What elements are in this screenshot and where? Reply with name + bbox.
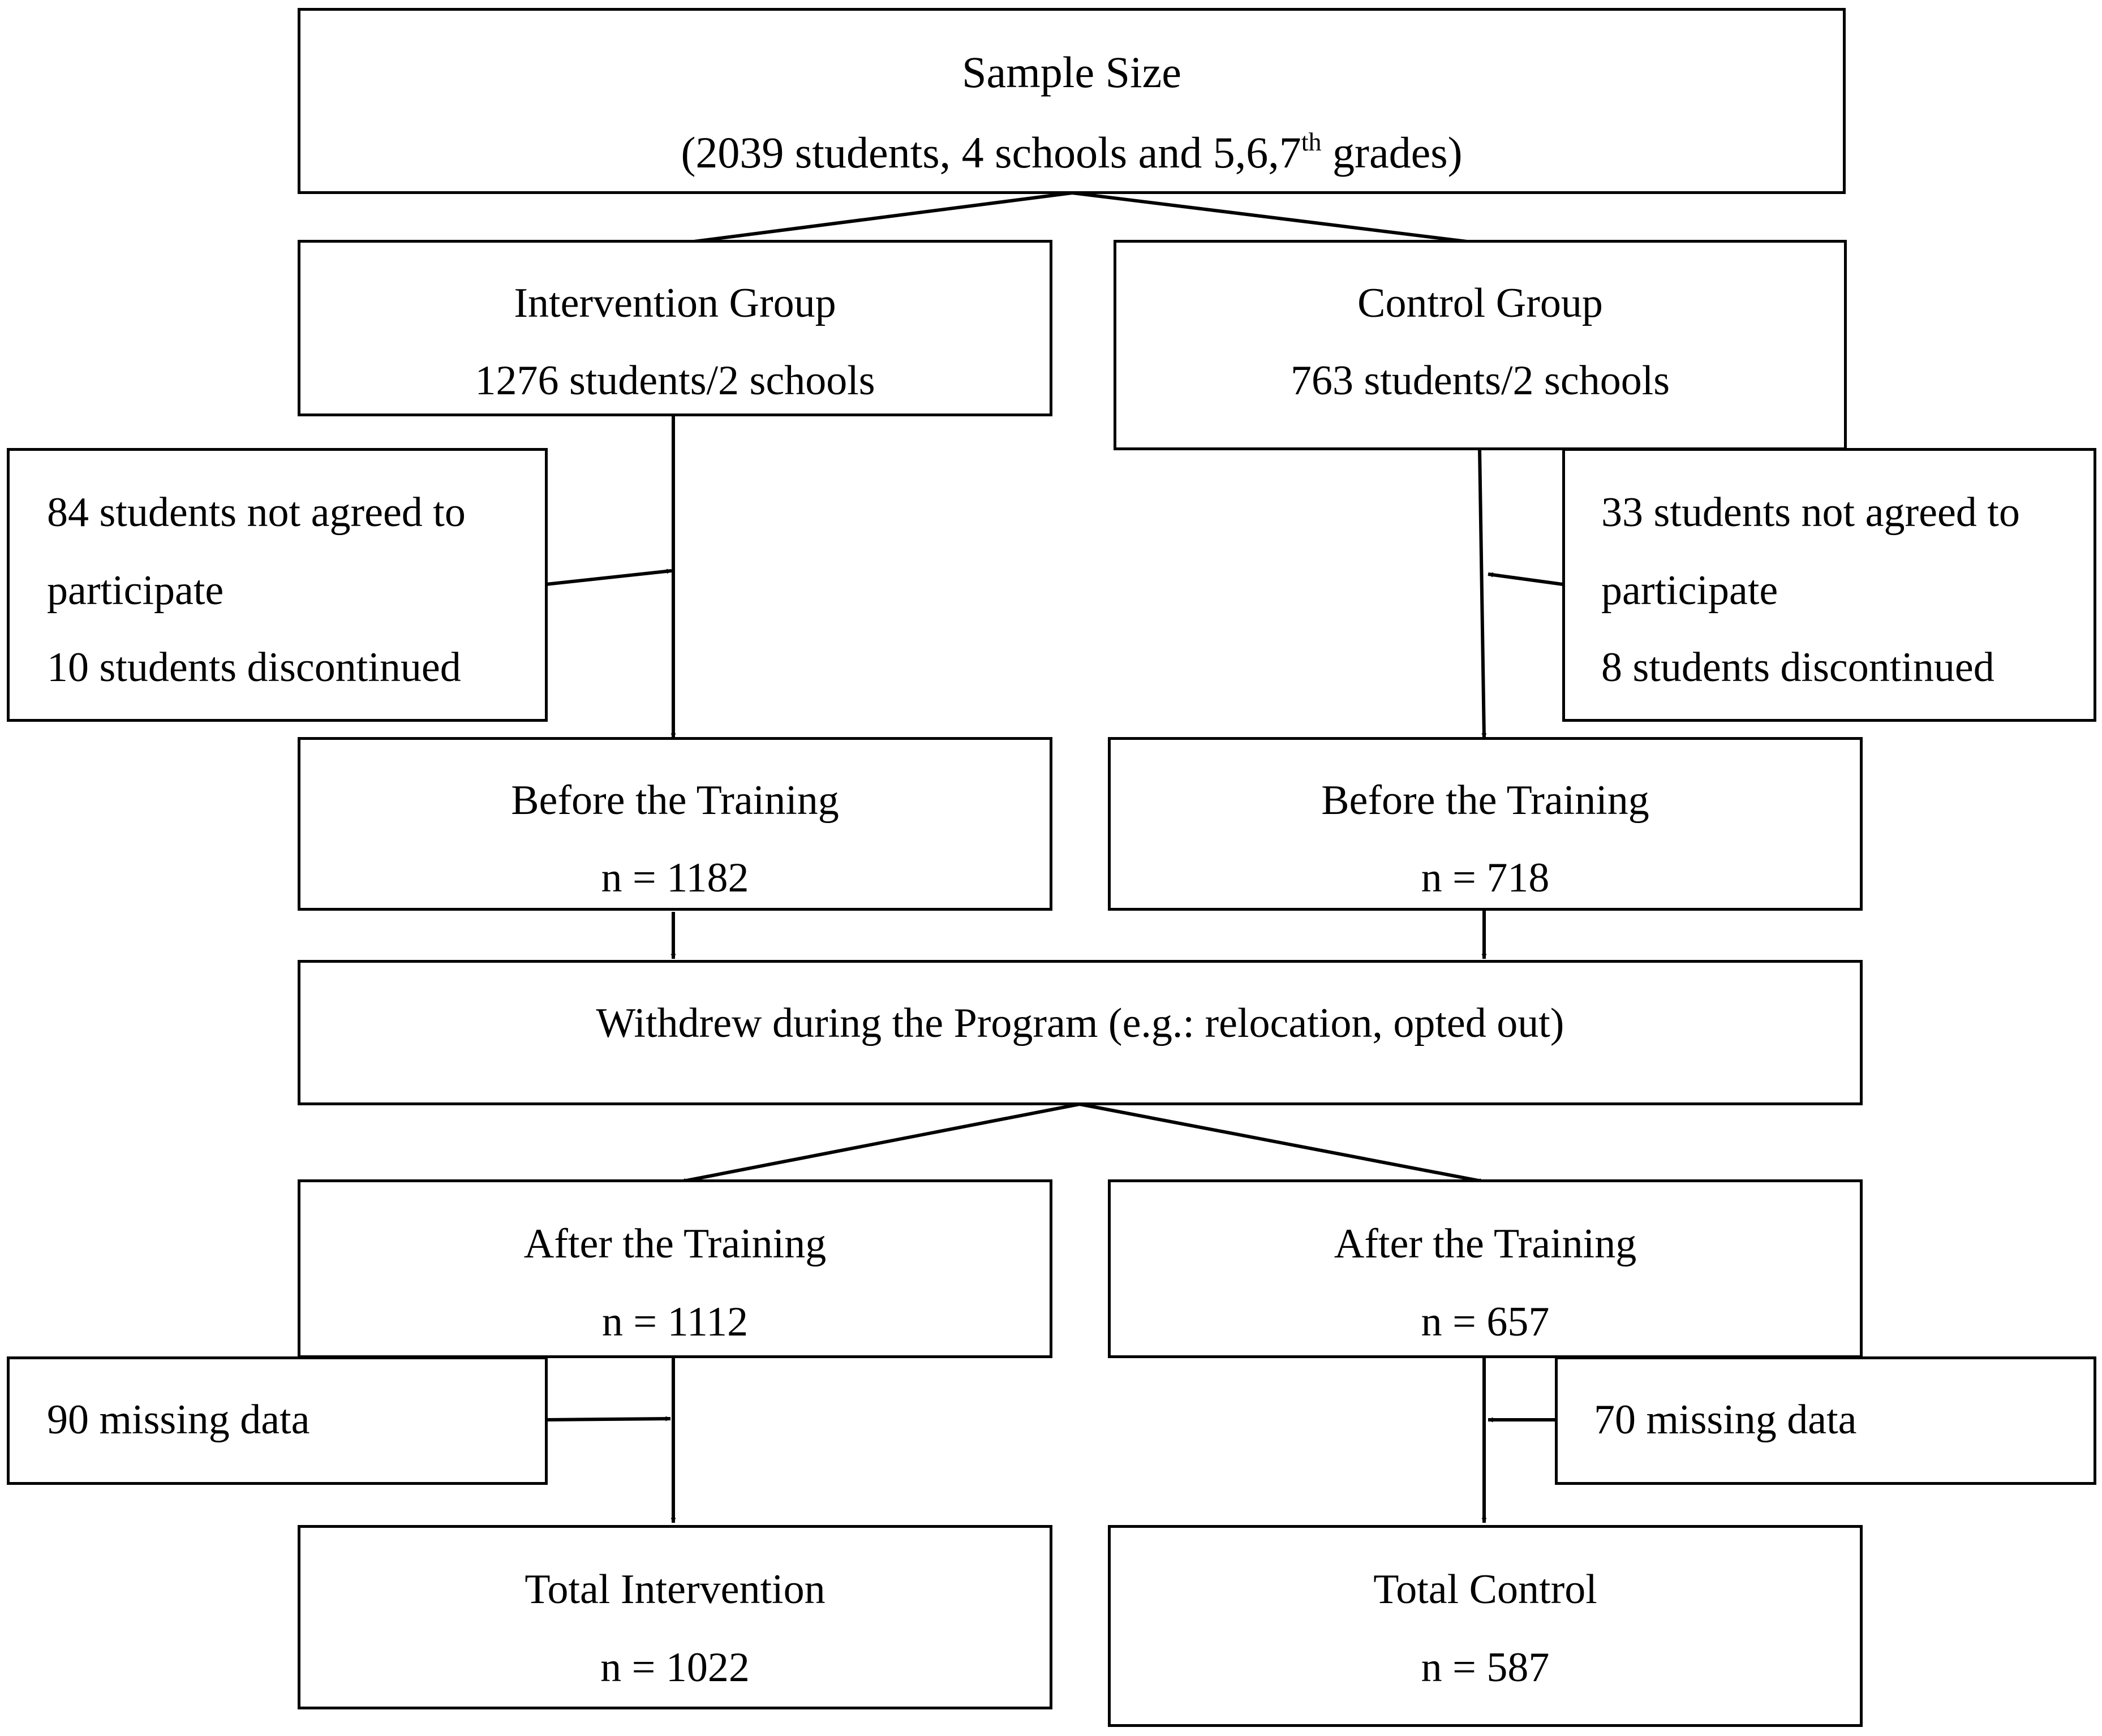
intervention-missing-box: 90 missing data: [7, 1356, 548, 1485]
arrow-control-exclusion: [1488, 572, 1563, 586]
withdrew-text: Withdrew during the Program (e.g.: reloc…: [596, 1000, 1564, 1046]
total-control-box: Total Control n = 587: [1108, 1525, 1863, 1727]
control-missing-text: 70 missing data: [1594, 1397, 1857, 1443]
before-training-intervention-title: Before the Training: [511, 777, 839, 824]
control-group-title: Control Group: [1357, 280, 1603, 326]
after-training-intervention-n: n = 1112: [601, 1299, 749, 1345]
before-training-control-title: Before the Training: [1321, 777, 1649, 824]
total-intervention-n: n = 1022: [600, 1644, 750, 1691]
arrow-intervention-exclusion: [545, 568, 672, 586]
before-training-control-box: Before the Training n = 718: [1108, 737, 1863, 911]
control-exclusion-line-3: 8 students discontinued: [1601, 644, 1994, 691]
intervention-group-count: 1276 students/2 schools: [475, 357, 875, 404]
intervention-exclusion-line-1: 84 students not agreed to: [47, 489, 466, 536]
before-training-intervention-n: n = 1182: [601, 855, 749, 901]
withdrew-box: Withdrew during the Program (e.g.: reloc…: [298, 960, 1863, 1105]
intervention-exclusion-line-3: 10 students discontinued: [47, 644, 461, 691]
intervention-exclusion-box: 84 students not agreed to participate 10…: [7, 448, 548, 722]
arrow-control-to-before: [1478, 448, 1487, 739]
before-training-intervention-box: Before the Training n = 1182: [298, 737, 1052, 911]
total-control-n: n = 587: [1421, 1644, 1550, 1691]
arrow-sample-to-control: [1072, 191, 1481, 245]
intervention-exclusion-line-2: participate: [47, 567, 224, 614]
sample-size-box: Sample Size (2039 students, 4 schools an…: [298, 8, 1846, 194]
sample-size-detail: (2039 students, 4 schools and 5,6,7th gr…: [681, 127, 1463, 177]
total-intervention-box: Total Intervention n = 1022: [298, 1525, 1052, 1709]
arrow-withdrew-to-after-control: [1079, 1102, 1485, 1183]
after-training-control-n: n = 657: [1421, 1299, 1550, 1345]
sample-size-title: Sample Size: [962, 48, 1181, 97]
control-missing-box: 70 missing data: [1555, 1356, 2096, 1485]
after-training-intervention-title: After the Training: [523, 1221, 827, 1267]
total-control-title: Total Control: [1373, 1566, 1597, 1613]
total-intervention-title: Total Intervention: [525, 1566, 826, 1613]
control-group-box: Control Group 763 students/2 schools: [1114, 240, 1847, 450]
arrow-intervention-missing: [545, 1416, 671, 1421]
after-training-intervention-box: After the Training n = 1112: [298, 1179, 1052, 1358]
intervention-group-title: Intervention Group: [514, 280, 836, 326]
after-training-control-box: After the Training n = 657: [1108, 1179, 1863, 1358]
control-exclusion-box: 33 students not agreed to participate 8 …: [1562, 448, 2096, 722]
control-group-count: 763 students/2 schools: [1290, 357, 1670, 404]
control-exclusion-line-1: 33 students not agreed to: [1601, 489, 2020, 536]
arrow-withdrew-to-after-intervention: [680, 1102, 1080, 1183]
intervention-group-box: Intervention Group 1276 students/2 schoo…: [298, 240, 1052, 416]
before-training-control-n: n = 718: [1421, 855, 1550, 901]
after-training-control-title: After the Training: [1334, 1221, 1637, 1267]
control-exclusion-line-2: participate: [1601, 567, 1778, 614]
intervention-missing-text: 90 missing data: [47, 1397, 310, 1443]
arrow-sample-to-intervention: [680, 191, 1073, 245]
